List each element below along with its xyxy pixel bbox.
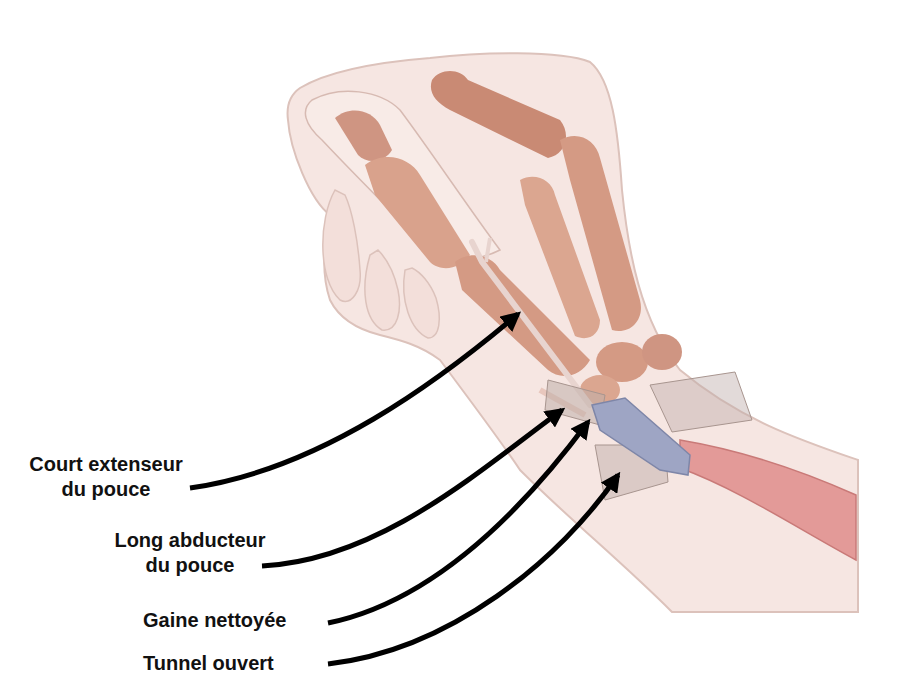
callout-label: Tunnel ouvert — [143, 651, 274, 676]
tendon — [472, 242, 590, 405]
leader-arrow — [328, 422, 588, 623]
leader-arrow — [190, 314, 518, 488]
thumb-bone — [365, 157, 470, 268]
finger — [365, 250, 400, 330]
tendon — [486, 238, 490, 262]
callout-label: Long abducteur du pouce — [100, 528, 280, 578]
cleaned-sheath — [592, 398, 690, 475]
thumb-bone — [335, 111, 392, 161]
finger-bone — [520, 177, 600, 338]
finger-bone — [431, 71, 566, 158]
leader-arrow — [262, 410, 562, 566]
callout-label: Court extenseur du pouce — [16, 452, 196, 502]
leader-arrow — [328, 475, 618, 664]
finger — [323, 190, 360, 301]
forearm-muscle — [680, 440, 856, 560]
sheath-flap — [650, 372, 752, 432]
finger — [404, 268, 440, 338]
carpal-bone — [642, 334, 682, 370]
callout-label: Gaine nettoyée — [143, 608, 286, 633]
